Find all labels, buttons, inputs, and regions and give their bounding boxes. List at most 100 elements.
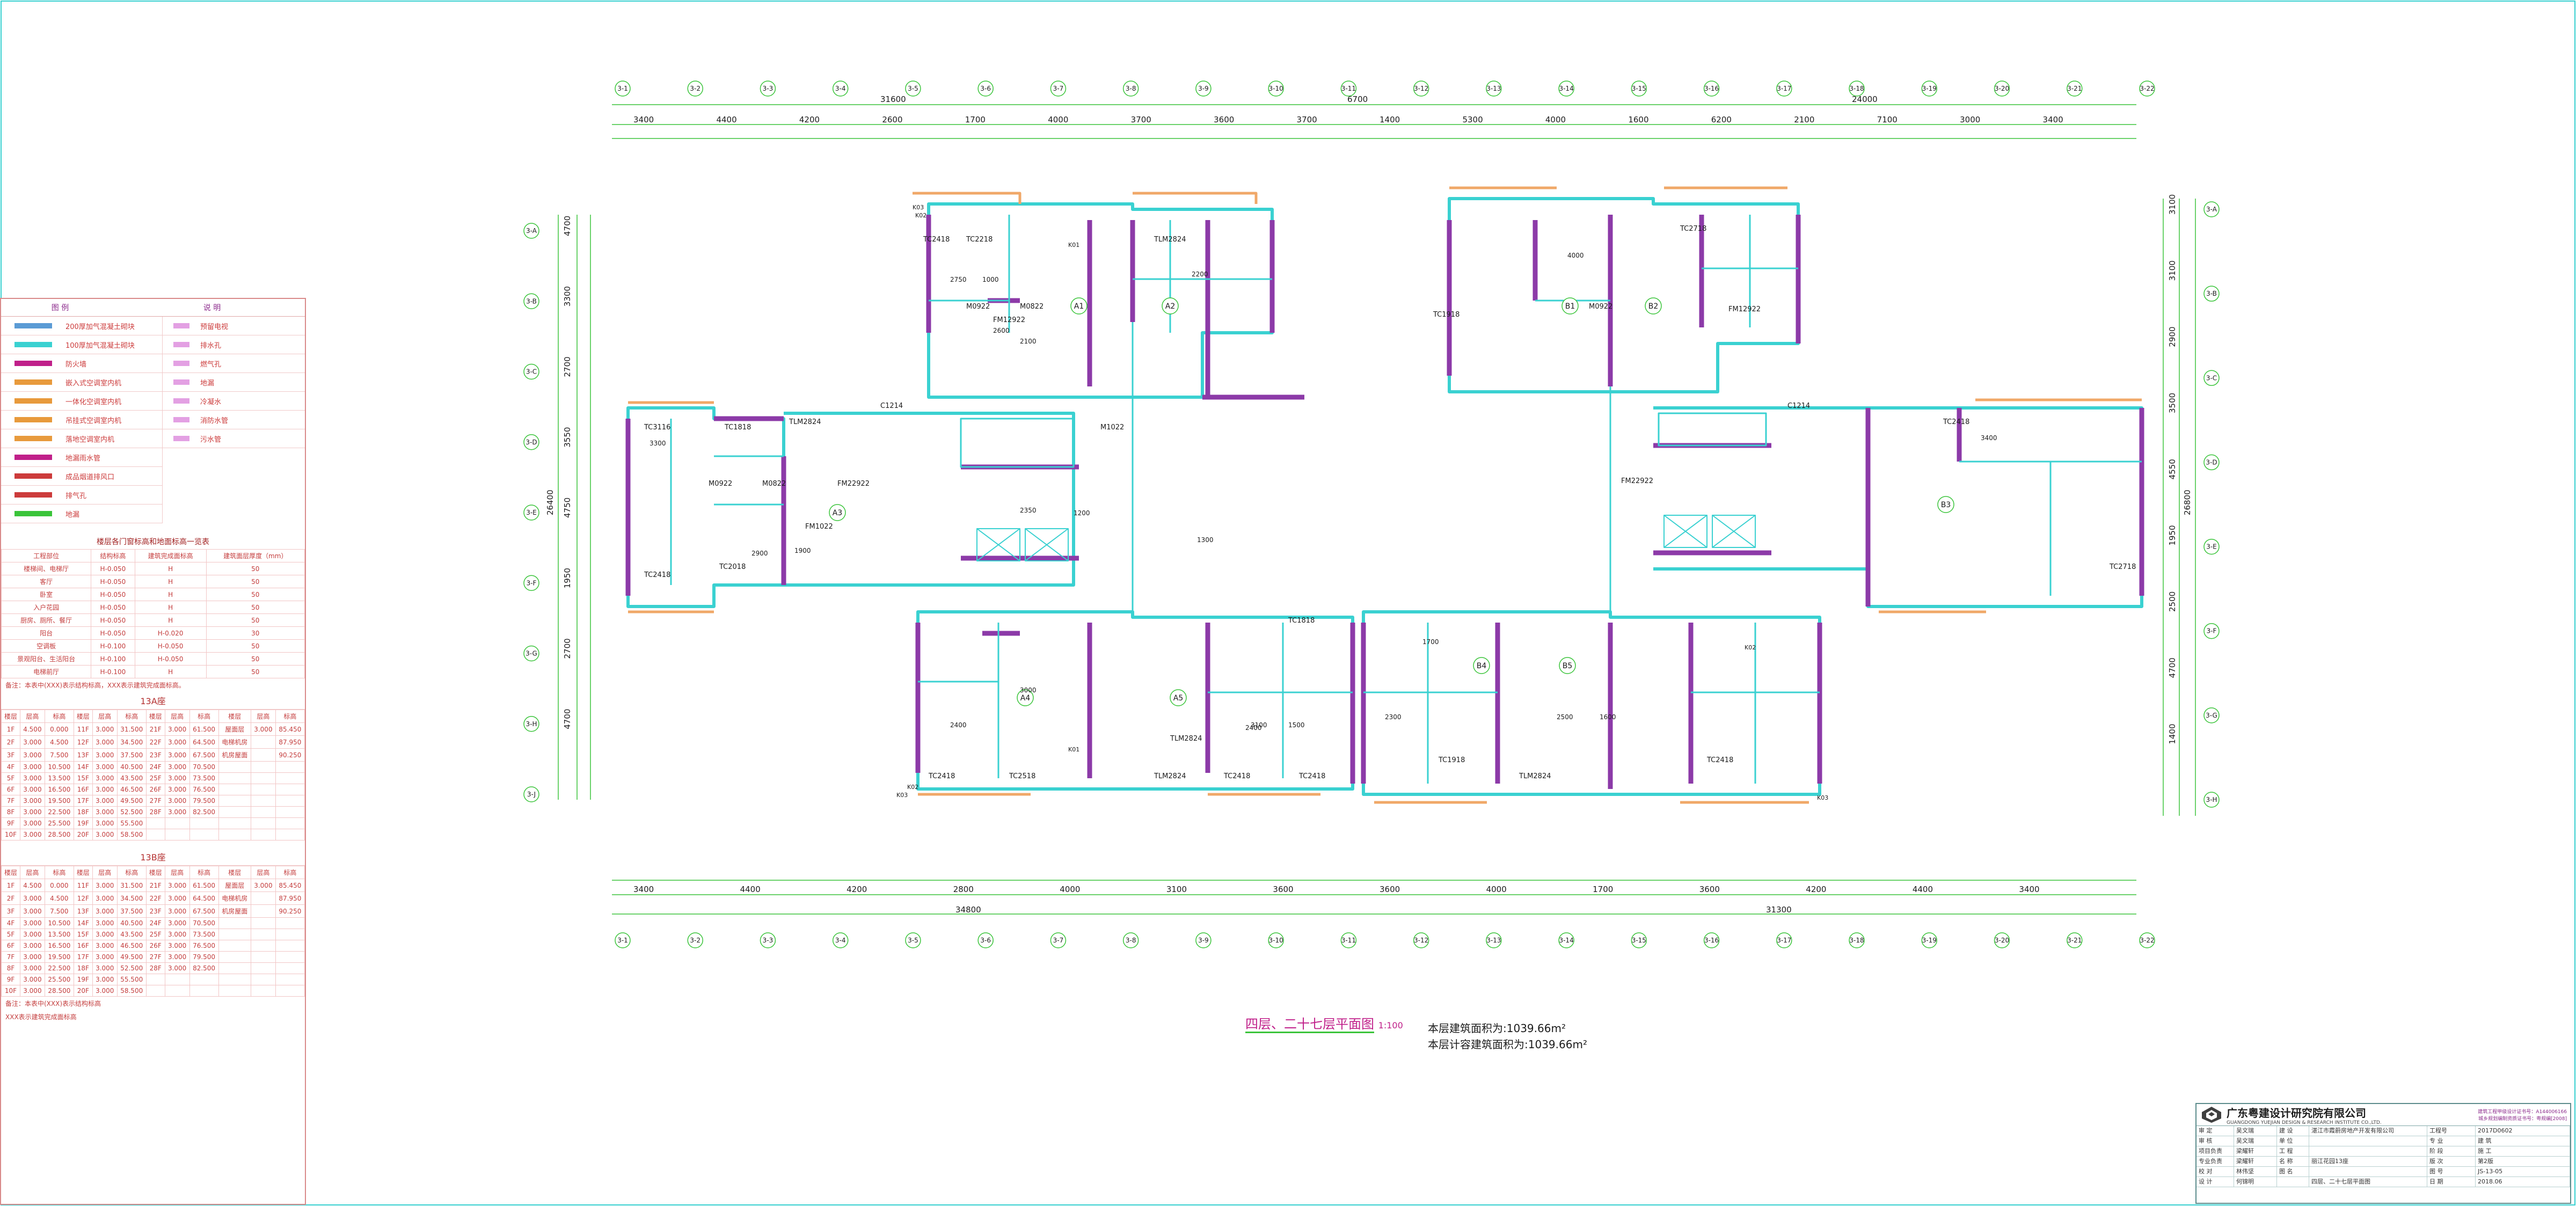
table-cell: H: [134, 665, 207, 678]
door-label: M1022: [1100, 423, 1124, 432]
legend-label: 成品烟道排风口: [65, 473, 115, 481]
legend-label: 消防水管: [200, 416, 229, 425]
room-dimension: 1000: [982, 276, 999, 283]
floor-table-b-title: 13B座: [1, 848, 305, 866]
table-cell: 3.000: [92, 761, 118, 773]
title-block-cell: [2309, 1136, 2427, 1146]
room-dimension: 2400: [950, 721, 967, 729]
legend-label: 排气孔: [65, 492, 87, 500]
title-block-cell: 图 名: [2277, 1167, 2309, 1177]
table-cell: 43.500: [116, 772, 147, 784]
table-cell: H: [134, 601, 207, 614]
table-cell: 30: [206, 626, 305, 640]
table-cell: 18F: [73, 806, 93, 818]
dim-bottom-segment: 4200: [1806, 885, 1826, 894]
axis-bubble: [1413, 932, 1429, 948]
table-cell: 1F: [1, 879, 20, 892]
table-cell: [218, 817, 251, 829]
dim-right-segment: 1400: [2168, 723, 2177, 744]
window-label: TC2718: [2109, 563, 2136, 571]
dim-bottom-segment: 4200: [846, 885, 867, 894]
table-cell: 55.500: [116, 974, 147, 985]
axis-bubble: [2203, 370, 2220, 386]
axis-label: 3-D: [526, 438, 537, 446]
table-cell: 50: [206, 601, 305, 614]
floor-area-label: 本层建筑面积为:: [1428, 1022, 1507, 1035]
axis-bubble: [1631, 81, 1647, 97]
axis-label: 3-5: [908, 937, 918, 944]
axis-label: 3-C: [526, 368, 537, 376]
dim-left-segment: 2700: [563, 638, 572, 659]
door-label: FM22922: [837, 480, 870, 488]
axis-label: 3-F: [527, 579, 537, 587]
table-cell: 5F: [1, 772, 20, 784]
table-cell: 2F: [1, 891, 20, 905]
floor-note-b: XXX表示建筑完成面标高: [5, 1013, 77, 1021]
table-cell: 3.000: [92, 879, 118, 892]
table-cell: 3.000: [92, 806, 118, 818]
unit-marker: [1170, 689, 1187, 706]
dim-top-segment: 4400: [716, 115, 736, 125]
table-cell: [218, 806, 251, 818]
table-cell: 4.500: [19, 879, 45, 892]
table-cell: 3.000: [164, 806, 190, 818]
table-cell: 85.450: [275, 879, 305, 892]
drawing-title-text: 四层、二十七层平面图: [1245, 1017, 1374, 1033]
table-cell: 3.000: [19, 985, 45, 997]
calc-area-line: 本层计容建筑面积为:1039.66m²: [1428, 1036, 1587, 1051]
table-cell: 3.000: [164, 722, 190, 736]
table-cell: 3.000: [92, 985, 118, 997]
door-label: C1214: [880, 402, 903, 410]
legend-swatch: [173, 361, 189, 366]
table-cell: 6F: [1, 940, 20, 952]
table-cell: 3.000: [164, 748, 190, 762]
table-cell: 50: [206, 613, 305, 627]
table-cell: [250, 772, 276, 784]
table-cell: H-0.050: [91, 588, 135, 601]
table-cell: 3.000: [92, 951, 118, 963]
axis-bubble: [1195, 81, 1212, 97]
table-cell: 3.000: [19, 974, 45, 985]
dim-left-total: 26400: [545, 489, 555, 515]
table-cell: 3.000: [164, 929, 190, 940]
table-cell: 43.500: [116, 929, 147, 940]
legend-label: 吊挂式空调室内机: [65, 416, 122, 425]
axis-bubble: [1050, 932, 1067, 948]
table-cell: 7.500: [44, 748, 74, 762]
window-label: TC2418: [1943, 418, 1969, 426]
axis-label: 3-20: [1995, 937, 2009, 944]
dim-bottom-total-right: 31300: [1766, 905, 1792, 915]
table-cell: 0.000: [44, 879, 74, 892]
table-cell: H-0.050: [91, 626, 135, 640]
table-cell: 64.500: [189, 735, 219, 749]
table-cell: 3.000: [164, 761, 190, 773]
table-cell: [164, 985, 190, 997]
table-cell: 2F: [1, 735, 20, 749]
left-dimension-lines: [558, 215, 591, 800]
table-header-cell: 建筑面层厚度（mm）: [206, 549, 305, 562]
table-cell: 4.500: [44, 735, 74, 749]
table-cell: 3.000: [92, 962, 118, 974]
table-cell: [164, 974, 190, 985]
axis-label: 3-14: [1559, 937, 1573, 944]
room-dimension: 2100: [1020, 338, 1037, 345]
table-cell: 55.500: [116, 817, 147, 829]
axis-label: 3-G: [526, 650, 537, 657]
title-block-cell: 何锦明: [2234, 1177, 2277, 1187]
table-cell: 3.000: [164, 962, 190, 974]
title-block-cell: JS-13-05: [2476, 1167, 2570, 1177]
axis-bubble: [1486, 81, 1502, 97]
table-cell: [218, 929, 251, 940]
table-cell: 3.000: [92, 917, 118, 929]
elevation-table: 楼层各门窗标高和地面标高一览表 工程部位结构标高建筑完成面标高建筑面层厚度（mm…: [1, 534, 305, 678]
table-cell: 3.000: [164, 772, 190, 784]
table-cell: 50: [206, 588, 305, 601]
table-cell: [250, 748, 276, 762]
dim-left-segment: 3550: [563, 427, 572, 448]
unit-label: B2: [1648, 302, 1659, 311]
interior-partitions: [670, 215, 2142, 784]
